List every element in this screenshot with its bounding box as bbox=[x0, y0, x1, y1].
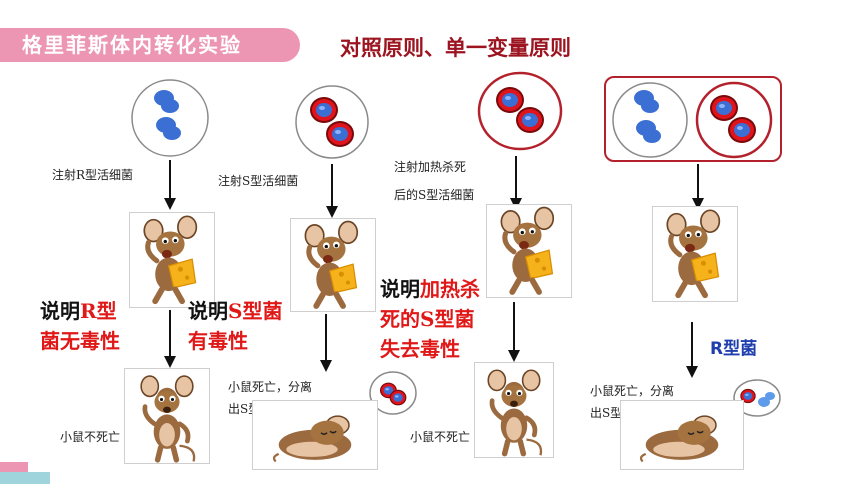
s-bacterium bbox=[516, 107, 544, 133]
result-label-r: 小鼠不死亡 bbox=[60, 430, 121, 444]
s-bacteria-result-dish bbox=[369, 371, 417, 415]
mixed-bacteria-result-dish bbox=[733, 379, 781, 417]
conclusion-r: 说明R型 菌无毒性 bbox=[40, 296, 120, 356]
result-label-mixed-line1: 小鼠死亡，分离 bbox=[590, 384, 675, 398]
conclusion-heat-prefix: 说明 bbox=[380, 277, 420, 301]
result-label-s-line1: 小鼠死亡，分离 bbox=[228, 380, 313, 394]
mouse-alive-image bbox=[475, 363, 553, 457]
arrow-down bbox=[326, 164, 338, 218]
r-bacteria-dish bbox=[131, 79, 209, 157]
conclusion-r-line2: 菌无毒性 bbox=[40, 329, 120, 353]
arrow-down bbox=[510, 156, 522, 210]
mouse-healthy-image bbox=[130, 213, 214, 307]
mouse-frame bbox=[129, 212, 215, 308]
mouse-frame bbox=[252, 400, 378, 470]
conclusion-r-prefix: 说明 bbox=[40, 299, 80, 323]
s-bacterium bbox=[710, 95, 738, 121]
s-bacterium bbox=[728, 117, 756, 143]
conclusion-heat-line3: 失去毒性 bbox=[380, 337, 460, 361]
mixed-dish-frame bbox=[604, 76, 782, 162]
heat-killed-s-dish bbox=[477, 71, 563, 151]
arrow-down bbox=[164, 310, 176, 368]
r-bacteria-label: R型菌 bbox=[710, 339, 758, 359]
r-bacteria-dish bbox=[612, 82, 688, 158]
inject-label-heat-line1: 注射加热杀死 bbox=[394, 160, 467, 174]
mouse-healthy-image bbox=[487, 205, 571, 297]
arrow-down bbox=[320, 314, 332, 372]
conclusion-heat-highlight: 加热杀 bbox=[420, 277, 480, 301]
s-bacterium bbox=[496, 87, 524, 113]
inject-label-r: 注射R型活细菌 bbox=[52, 168, 134, 182]
decor-bar bbox=[0, 472, 50, 484]
arrow-down bbox=[164, 160, 176, 210]
mouse-frame bbox=[474, 362, 554, 458]
arrow-down bbox=[508, 302, 520, 362]
conclusion-s: 说明S型菌 有毒性 bbox=[188, 296, 282, 356]
s-bacteria-dish bbox=[295, 85, 369, 159]
conclusion-s-prefix: 说明 bbox=[188, 299, 228, 323]
result-label-heat: 小鼠不死亡 bbox=[410, 430, 471, 444]
mouse-frame bbox=[486, 204, 572, 298]
page-title: 格里菲斯体内转化实验 bbox=[22, 33, 242, 57]
inject-label-heat: 注射加热杀死 后的S型活细菌 bbox=[394, 156, 474, 206]
mouse-alive-image bbox=[125, 369, 209, 463]
inject-label-s: 注射S型活细菌 bbox=[218, 174, 299, 188]
conclusion-heat-line2: 死的S型菌 bbox=[380, 307, 475, 331]
page-subtitle: 对照原则、单一变量原则 bbox=[340, 35, 571, 60]
s-bacterium bbox=[326, 121, 354, 147]
arrow-down bbox=[686, 322, 698, 378]
heat-killed-s-dish bbox=[695, 81, 773, 159]
mouse-frame bbox=[620, 400, 744, 470]
arrow-down bbox=[692, 164, 704, 210]
mouse-frame bbox=[652, 206, 738, 302]
conclusion-heat: 说明加热杀 死的S型菌 失去毒性 bbox=[380, 274, 480, 364]
conclusion-s-line2: 有毒性 bbox=[188, 329, 248, 353]
mouse-dead-image bbox=[639, 414, 720, 463]
decor-bar bbox=[0, 462, 28, 472]
mouse-frame bbox=[290, 218, 376, 312]
mouse-healthy-image bbox=[291, 219, 375, 311]
conclusion-r-highlight: R型 bbox=[80, 299, 117, 323]
mouse-frame bbox=[124, 368, 210, 464]
conclusion-s-highlight: S型菌 bbox=[228, 299, 283, 323]
inject-label-heat-line2: 后的S型活细菌 bbox=[394, 188, 475, 202]
s-bacterium bbox=[310, 97, 338, 123]
mouse-healthy-image bbox=[653, 207, 737, 301]
mouse-dead-image bbox=[272, 414, 353, 463]
title-banner: 格里菲斯体内转化实验 bbox=[0, 28, 300, 62]
